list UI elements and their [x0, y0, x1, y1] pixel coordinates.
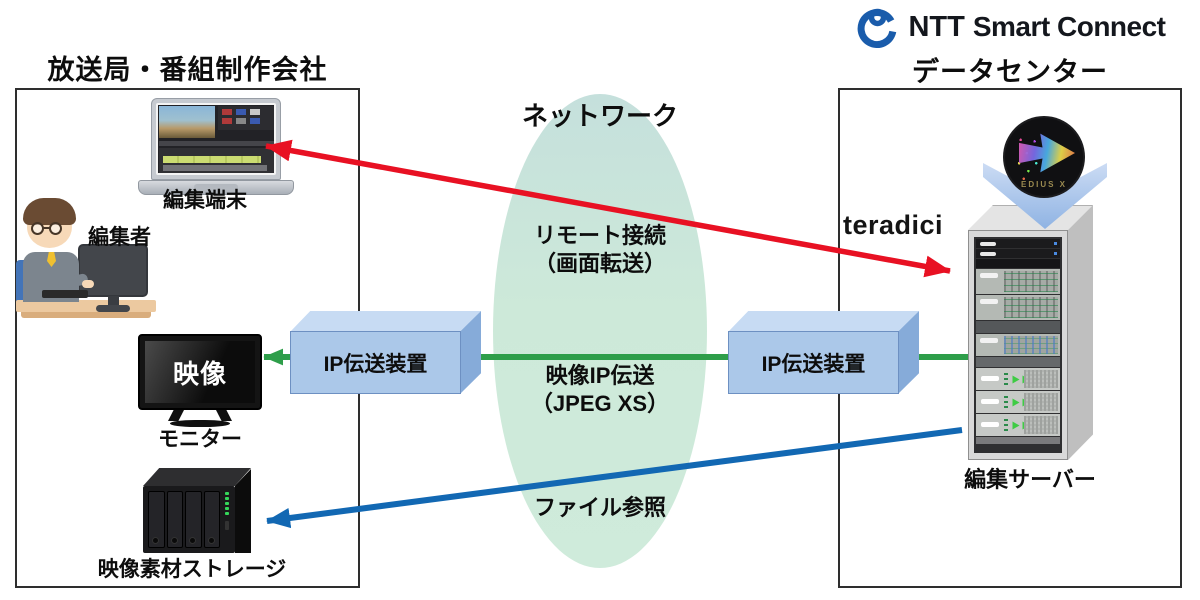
rack-unit-server — [976, 391, 1060, 413]
tv-screen: 映像 — [145, 341, 255, 403]
keyboard — [42, 290, 88, 298]
remote-connection-line2: （画面転送） — [533, 250, 667, 276]
broadcaster-title: 放送局・番組制作会社 — [47, 55, 328, 85]
editing-server-rack-illustration — [965, 205, 1100, 463]
timeline-pane — [159, 148, 274, 173]
ip-device-front-face: IP伝送装置 — [290, 331, 461, 394]
editing-terminal-illustration — [138, 98, 294, 200]
storage-illustration — [140, 464, 254, 558]
editor-label: 編集者 — [88, 226, 151, 249]
remote-connection-line1: リモート接続 — [533, 223, 667, 248]
rack-unit-blank — [976, 259, 1060, 268]
nas-front-face — [143, 486, 235, 553]
tv-leg — [216, 410, 232, 421]
ntt-logo-icon — [858, 8, 897, 48]
ip-device-left: IP伝送装置 — [290, 311, 482, 395]
edius-arrow-icon — [1019, 133, 1075, 173]
monitor-screen-text: 映像 — [172, 358, 227, 389]
ip-device-right: IP伝送装置 — [728, 311, 920, 395]
timeline-audio-track — [163, 165, 267, 171]
ip-device-top-face — [290, 311, 481, 332]
tv-base — [170, 420, 230, 427]
glasses-bridge — [43, 227, 50, 229]
clip-bin-pane — [218, 106, 274, 130]
datacenter-title: データセンター — [912, 57, 1108, 87]
desk-edge — [21, 312, 151, 318]
status-leds — [222, 491, 232, 548]
ntt-brand-row: NTT Smart Connect — [838, 4, 1182, 50]
monitor-illustration: 映像 — [136, 332, 266, 430]
nas-side-face — [235, 469, 251, 553]
network-title: ネットワーク — [521, 101, 679, 131]
remote-connection-label: リモート接続 （画面転送） — [534, 222, 666, 277]
ip-device-left-label: IP伝送装置 — [323, 352, 428, 376]
rack-unit-server — [976, 414, 1060, 436]
video-ip-line1: 映像IP伝送 — [545, 363, 655, 388]
monitor-stand — [108, 296, 119, 307]
server-label: 編集サーバー — [964, 467, 1096, 492]
rack-unit-storage — [976, 334, 1060, 356]
editor-tie — [47, 252, 56, 267]
rack-front-face — [968, 230, 1068, 460]
video-ip-line2: （JPEG XS） — [530, 390, 670, 416]
editor-hair — [23, 198, 76, 225]
ip-device-side-face — [460, 311, 481, 394]
rack-unit-storage — [976, 269, 1060, 294]
drive-bay — [166, 491, 184, 548]
editing-software-ui — [158, 105, 274, 173]
video-ip-label: 映像IP伝送 （JPEG XS） — [531, 362, 669, 417]
nas-top-face — [143, 468, 251, 486]
editor-illustration — [16, 196, 166, 336]
rack-unit-storage — [976, 295, 1060, 320]
monitor-base — [96, 305, 130, 312]
ip-device-side-face — [898, 311, 919, 394]
rack-unit-server — [976, 368, 1060, 390]
drive-bay — [148, 491, 165, 548]
drive-bay — [185, 491, 202, 548]
edius-logo-badge: EDIUS X — [1005, 118, 1083, 196]
terminal-label: 編集端末 — [163, 189, 247, 212]
rack-side-face — [1068, 205, 1093, 460]
rack-divider — [976, 357, 1060, 367]
rack-base — [976, 437, 1060, 444]
storage-label: 映像素材ストレージ — [97, 558, 287, 581]
rack-unit-switch — [976, 249, 1060, 258]
brand-ntt-text: NTT — [908, 10, 965, 43]
file-reference-label: ファイル参照 — [533, 495, 667, 520]
laptop-trackpad — [194, 184, 238, 191]
ip-device-top-face — [728, 311, 919, 332]
brand-smartconnect-text: Smart Connect — [972, 11, 1166, 42]
timeline-clip-track — [163, 156, 261, 163]
rack-divider — [976, 321, 1060, 333]
glasses-right-lens — [49, 222, 62, 235]
rack-unit-switch — [976, 239, 1060, 248]
editor-hand — [82, 280, 94, 288]
ip-device-front-face: IP伝送装置 — [728, 331, 899, 394]
edius-logo-text: EDIUS X — [1020, 180, 1067, 189]
power-button — [225, 521, 230, 530]
tv-leg — [168, 410, 184, 421]
tv-frame: 映像 — [138, 334, 262, 410]
teradici-label: teradici — [843, 210, 944, 240]
monitor-label: モニター — [158, 428, 242, 451]
ip-device-right-label: IP伝送装置 — [761, 352, 866, 376]
laptop-screen — [151, 98, 281, 180]
toolbar-strip — [159, 141, 274, 146]
video-preview-pane — [159, 106, 215, 138]
drive-bay — [203, 491, 221, 548]
